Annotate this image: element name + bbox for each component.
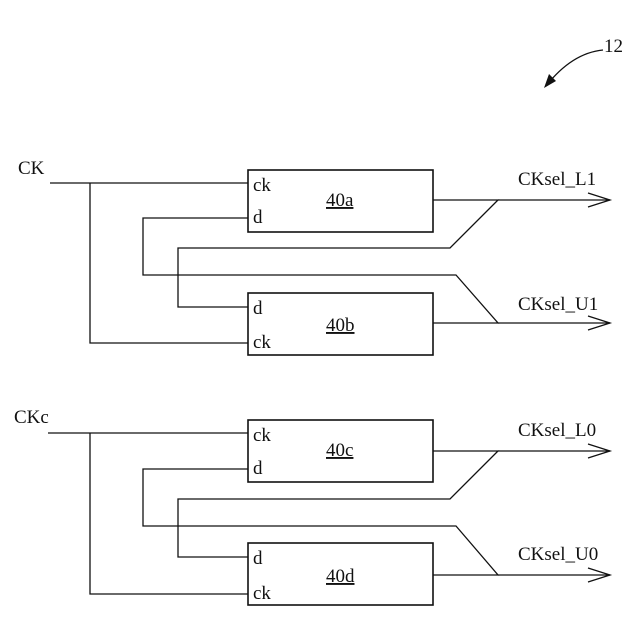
block-40c-pin-d: d xyxy=(253,458,263,479)
bottom-circuit: ck d 40c d ck 40d CKc CKsel_L0 CKsel_U0 xyxy=(14,407,610,605)
ckc-branch-wire xyxy=(90,433,248,594)
input-label-ckc: CKc xyxy=(14,407,49,428)
block-40d-label: 40d xyxy=(326,566,355,587)
block-40a-pin-ck: ck xyxy=(253,175,271,196)
output-label-l1: CKsel_L1 xyxy=(518,169,596,190)
block-40d-pin-d: d xyxy=(253,548,263,569)
block-40c-pin-ck: ck xyxy=(253,425,271,446)
block-40b-pin-d: d xyxy=(253,298,263,319)
block-40a-label: 40a xyxy=(326,190,354,211)
top-circuit: ck d 40a d ck 40b CK CKsel_L1 CKsel_U1 xyxy=(18,158,610,355)
reference-numeral-group: 12 xyxy=(544,36,623,88)
reference-numeral: 12 xyxy=(604,36,623,57)
input-label-ck: CK xyxy=(18,158,45,179)
block-40c-label: 40c xyxy=(326,440,353,461)
output-label-l0: CKsel_L0 xyxy=(518,420,596,441)
block-40a-pin-d: d xyxy=(253,207,263,228)
block-40d-pin-ck: ck xyxy=(253,583,271,604)
output-label-u0: CKsel_U0 xyxy=(518,544,598,565)
ck-branch-wire xyxy=(90,183,248,343)
output-label-u1: CKsel_U1 xyxy=(518,294,598,315)
block-40b-label: 40b xyxy=(326,315,355,336)
block-40b-pin-ck: ck xyxy=(253,332,271,353)
